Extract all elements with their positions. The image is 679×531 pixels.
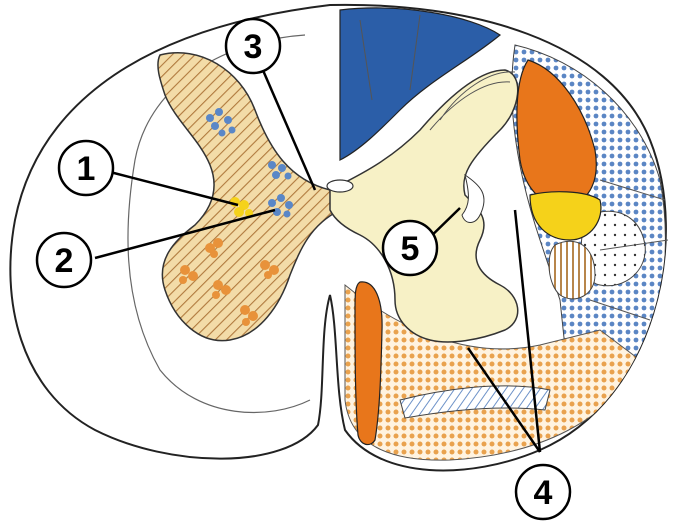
svg-text:4: 4 — [534, 474, 553, 512]
orange-nuclei — [179, 238, 279, 326]
pointer-3 — [260, 67, 317, 191]
pointer-4b — [466, 347, 542, 453]
right-grey-matter — [329, 69, 519, 343]
callout-1: 1 — [57, 139, 115, 197]
pointer-2 — [94, 208, 276, 260]
callout-2: 2 — [35, 231, 93, 289]
region-divider-lines — [359, 14, 669, 321]
grey-matter-notch — [461, 173, 485, 223]
svg-text:5: 5 — [401, 230, 420, 268]
blue-nuclei-middle — [268, 161, 292, 180]
posterior-column-blue — [339, 7, 502, 161]
blue-nuclei-cluster-2 — [268, 194, 293, 218]
blue-nuclei-upper — [206, 108, 236, 137]
svg-text:1: 1 — [77, 150, 96, 188]
callout-4: 4 — [514, 463, 572, 521]
callout-3: 3 — [224, 17, 282, 75]
svg-text:3: 3 — [244, 28, 263, 66]
dorsal-horn-inner-lines — [429, 71, 516, 131]
svg-text:2: 2 — [55, 242, 74, 280]
pointer-4a — [513, 209, 542, 453]
pointer-1 — [109, 170, 239, 207]
anterior-orange-tract — [354, 281, 383, 446]
lateral-yellow-tract — [529, 191, 602, 241]
central-canal — [326, 179, 354, 193]
yellow-nucleus — [230, 197, 253, 217]
left-grey-matter-hatched — [157, 52, 342, 342]
brown-striped-region — [548, 240, 596, 300]
blue-striped-band — [399, 385, 551, 419]
callout-5: 5 — [381, 219, 439, 277]
